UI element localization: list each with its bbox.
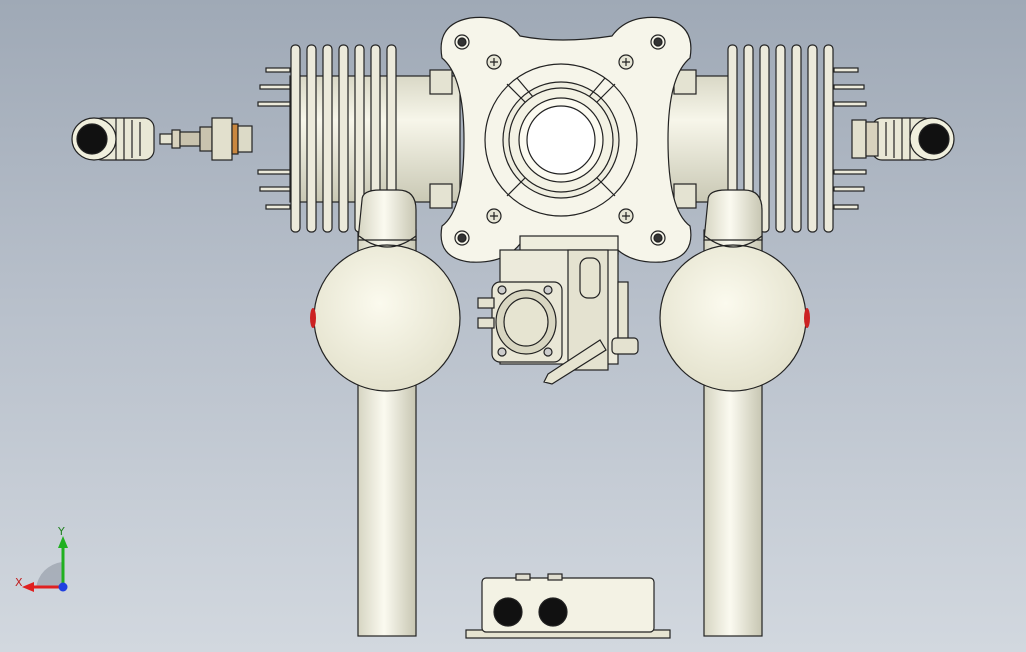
left-plug-cap: [71, 117, 155, 161]
left-spark-plug: [159, 117, 253, 161]
right-plug-cap: [871, 117, 955, 161]
right-cooling-fins: [727, 44, 867, 233]
prop-hub: [484, 63, 638, 217]
left-cooling-fins: [257, 44, 397, 233]
right-muffler: [659, 244, 807, 392]
carburetor: [477, 235, 639, 385]
ignition-module: [465, 573, 671, 639]
x-axis-label: X: [15, 576, 23, 589]
right-exhaust-elbow: [703, 189, 763, 241]
left-muffler: [313, 244, 461, 392]
left-exhaust-elbow: [357, 189, 417, 241]
right-spark-plug: [851, 119, 879, 159]
y-axis-label: Y: [58, 525, 65, 538]
coordinate-triad: Y X: [14, 525, 76, 600]
